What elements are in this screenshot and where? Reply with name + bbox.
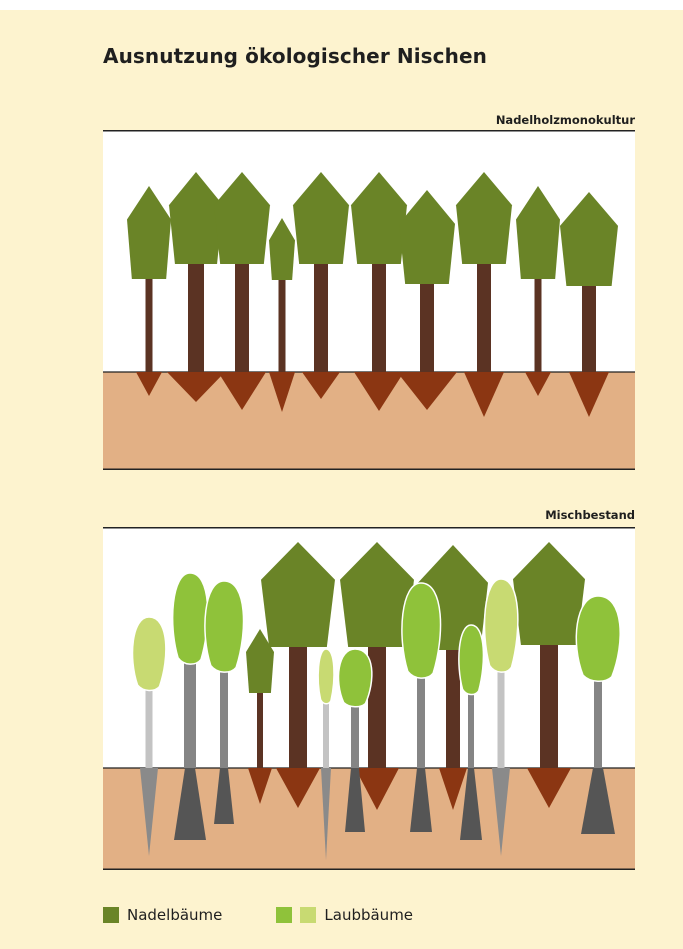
deciduous-trunk xyxy=(594,676,602,768)
deciduous-trunk xyxy=(498,667,505,768)
deciduous-trunk xyxy=(468,689,474,768)
deciduous-trunk xyxy=(220,667,228,768)
conifer-trunk xyxy=(477,262,491,372)
mixed-panel xyxy=(103,527,635,870)
conifer-trunk xyxy=(289,645,307,768)
deciduous-light-swatch xyxy=(300,907,316,923)
conifer-trunk xyxy=(446,648,460,768)
monoculture-panel xyxy=(103,130,635,470)
deciduous-crown xyxy=(459,625,484,695)
deciduous-crown xyxy=(205,581,244,672)
conifer-trunk xyxy=(279,278,286,372)
deciduous-crown xyxy=(318,649,334,704)
figure-title: Ausnutzung ökologischer Nischen xyxy=(103,44,487,68)
deciduous-crown xyxy=(485,579,518,672)
conifer-trunk xyxy=(372,262,386,372)
deciduous-crown xyxy=(576,596,620,681)
deciduous-trunk xyxy=(323,698,329,768)
deciduous-crown xyxy=(173,573,208,664)
legend-item-conifer: Nadelbäume xyxy=(103,906,222,924)
legend-label-conifer: Nadelbäume xyxy=(127,906,222,924)
deciduous-trunk xyxy=(146,685,153,768)
conifer-trunk xyxy=(420,282,434,372)
conifer-trunk xyxy=(540,643,558,768)
conifer-swatch xyxy=(103,907,119,923)
legend: Nadelbäume Laubbäume xyxy=(103,905,413,925)
conifer-trunk xyxy=(257,691,263,768)
deciduous-trunk xyxy=(351,701,359,768)
conifer-trunk xyxy=(188,262,204,372)
legend-item-deciduous: Laubbäume xyxy=(276,906,413,924)
legend-label-deciduous: Laubbäume xyxy=(324,906,413,924)
deciduous-crown xyxy=(339,649,372,707)
conifer-trunk xyxy=(146,277,153,372)
conifer-trunk xyxy=(582,284,596,372)
deciduous-crown xyxy=(402,583,441,678)
deciduous-trunk xyxy=(417,673,425,768)
deciduous-dark-swatch xyxy=(276,907,292,923)
deciduous-trunk xyxy=(184,659,196,768)
conifer-trunk xyxy=(314,262,328,372)
conifer-trunk xyxy=(535,277,542,372)
conifer-trunk xyxy=(235,262,249,372)
mixed-panel-label: Mischbestand xyxy=(545,508,635,522)
deciduous-crown xyxy=(133,617,166,690)
monoculture-panel-label: Nadelholzmonokultur xyxy=(496,113,635,127)
